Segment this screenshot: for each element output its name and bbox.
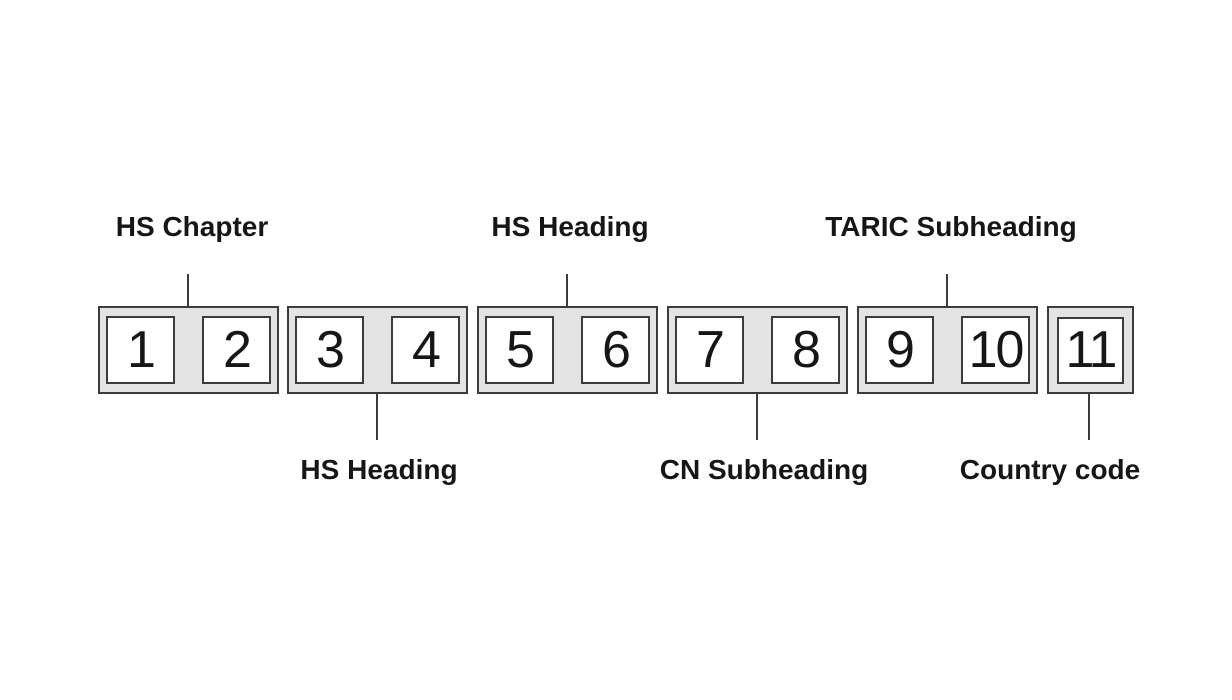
digit-group-hs-heading-2: 5 6 — [477, 306, 658, 394]
label-hs-chapter: HS Chapter — [115, 211, 269, 242]
digit-box-2: 2 — [202, 316, 271, 384]
label-hs-heading-digits-3-4: HS Heading — [300, 454, 458, 485]
digit-box-4: 4 — [391, 316, 460, 384]
connector-hs-heading-digits-3-4 — [376, 394, 378, 440]
digit-group-taric-subheading: 9 10 — [857, 306, 1038, 394]
digit-group-country-code: 11 — [1047, 306, 1134, 394]
digit-box-6: 6 — [581, 316, 650, 384]
digit-box-10: 10 — [961, 316, 1030, 384]
digit-box-5: 5 — [485, 316, 554, 384]
connector-cn-subheading — [756, 394, 758, 440]
digit-box-11: 11 — [1057, 316, 1124, 384]
digit-group-cn-subheading: 7 8 — [667, 306, 848, 394]
connector-hs-heading-digits-5-6 — [566, 274, 568, 306]
digit-group-hs-heading: 3 4 — [287, 306, 468, 394]
connector-country-code — [1088, 394, 1090, 440]
digit-box-3: 3 — [295, 316, 364, 384]
digit-box-8: 8 — [771, 316, 840, 384]
label-hs-heading-digits-5-6: HS Heading — [491, 211, 649, 242]
label-country-code: Country code — [959, 454, 1141, 485]
digit-box-7: 7 — [675, 316, 744, 384]
digit-box-9: 9 — [865, 316, 934, 384]
label-taric-subheading: TARIC Subheading — [825, 211, 1077, 242]
connector-taric-subheading — [946, 274, 948, 306]
digit-box-1: 1 — [106, 316, 175, 384]
digit-group-hs-chapter: 1 2 — [98, 306, 279, 394]
label-cn-subheading: CN Subheading — [659, 454, 869, 485]
connector-hs-chapter — [187, 274, 189, 306]
